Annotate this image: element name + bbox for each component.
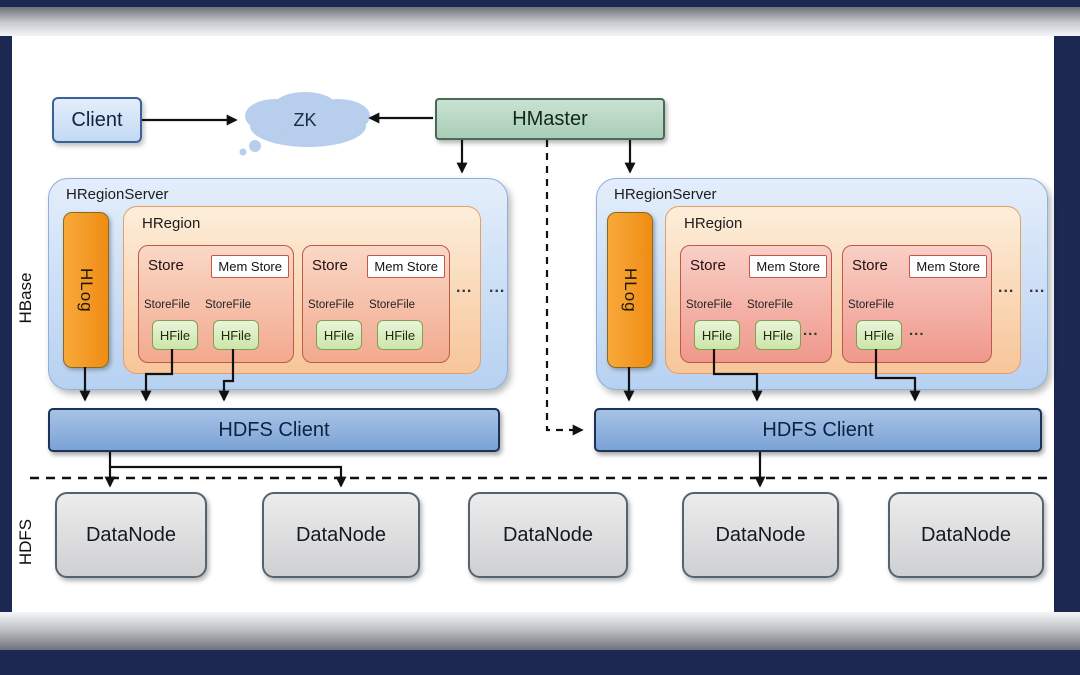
more-hfiles-ellipsis: ... [803, 322, 819, 339]
hbase-side-label: HBase [16, 272, 35, 324]
hregion-box-1: HRegion Store Mem Store StoreFile HFile … [123, 206, 481, 374]
datanode-label: DataNode [295, 523, 387, 546]
memstore-box: Mem Store [367, 255, 445, 278]
storefile-label: StoreFile [747, 299, 794, 311]
datanode-2: DataNode [262, 492, 420, 578]
store-box: Store Mem Store StoreFile HFile StoreFil… [680, 245, 832, 363]
hdfs-client-label: HDFS Client [218, 418, 330, 441]
more-regions-ellipsis: ... [489, 279, 506, 296]
hlog-bar-1: HLog [63, 212, 109, 368]
hfile-box: HFile [856, 320, 902, 350]
store-title: Store [852, 257, 888, 274]
more-stores-ellipsis: ... [998, 279, 1015, 296]
hlog-label: HLog [621, 267, 640, 313]
hmaster-label: HMaster [512, 107, 588, 130]
store-box: Store Mem Store StoreFile HFile StoreFil… [138, 245, 294, 363]
zk-cloud: ZK [230, 86, 380, 156]
hregionserver-1: HRegionServer HLog HRegion Store Mem Sto… [48, 178, 508, 390]
hdfs-side-label: HDFS [16, 518, 35, 566]
memstore-box: Mem Store [909, 255, 987, 278]
more-regions-ellipsis: ... [1029, 279, 1046, 296]
hregion-box-2: HRegion Store Mem Store StoreFile HFile … [665, 206, 1021, 374]
hregionserver-1-title: HRegionServer [66, 186, 169, 203]
hlog-bar-2: HLog [607, 212, 653, 368]
hregionserver-2: HRegionServer HLog HRegion Store Mem Sto… [596, 178, 1048, 390]
hfile-box: HFile [377, 320, 423, 350]
hregion-2-title: HRegion [684, 215, 743, 232]
store-box: Store Mem Store StoreFile HFile StoreFil… [302, 245, 450, 363]
storefile-label: StoreFile [308, 299, 355, 311]
more-hfiles-ellipsis: ... [909, 322, 925, 339]
store-box: Store Mem Store StoreFile HFile ... [842, 245, 992, 363]
more-stores-ellipsis: ... [456, 279, 473, 296]
hregionserver-2-title: HRegionServer [614, 186, 717, 203]
hfile-box: HFile [316, 320, 362, 350]
datanode-label: DataNode [920, 523, 1012, 546]
datanode-label: DataNode [502, 523, 594, 546]
hregion-1-title: HRegion [142, 215, 201, 232]
memstore-box: Mem Store [211, 255, 289, 278]
hfile-box: HFile [694, 320, 740, 350]
datanode-1: DataNode [55, 492, 207, 578]
client-box: Client [52, 97, 142, 143]
hdfs-client-1: HDFS Client [48, 408, 500, 452]
datanode-4: DataNode [682, 492, 839, 578]
datanode-label: DataNode [715, 523, 806, 546]
zk-label: ZK [293, 110, 317, 130]
hlog-label: HLog [77, 267, 96, 313]
hfile-box: HFile [213, 320, 259, 350]
storefile-label: StoreFile [848, 299, 895, 311]
hdfs-client-label: HDFS Client [762, 418, 874, 441]
storefile-label: StoreFile [205, 299, 252, 311]
storefile-label: StoreFile [144, 299, 191, 311]
hfile-box: HFile [755, 320, 801, 350]
storefile-label: StoreFile [686, 299, 733, 311]
hdfs-client-2: HDFS Client [594, 408, 1042, 452]
cloud-icon [239, 92, 370, 156]
store-title: Store [312, 257, 348, 274]
bottom-band [0, 612, 1080, 650]
datanode-label: DataNode [85, 523, 177, 546]
datanode-5: DataNode [888, 492, 1044, 578]
datanode-3: DataNode [468, 492, 628, 578]
hmaster-box: HMaster [435, 98, 665, 140]
client-label: Client [71, 108, 123, 131]
store-title: Store [148, 257, 184, 274]
store-title: Store [690, 257, 726, 274]
top-band [0, 7, 1080, 36]
storefile-label: StoreFile [369, 299, 416, 311]
hfile-box: HFile [152, 320, 198, 350]
memstore-box: Mem Store [749, 255, 827, 278]
